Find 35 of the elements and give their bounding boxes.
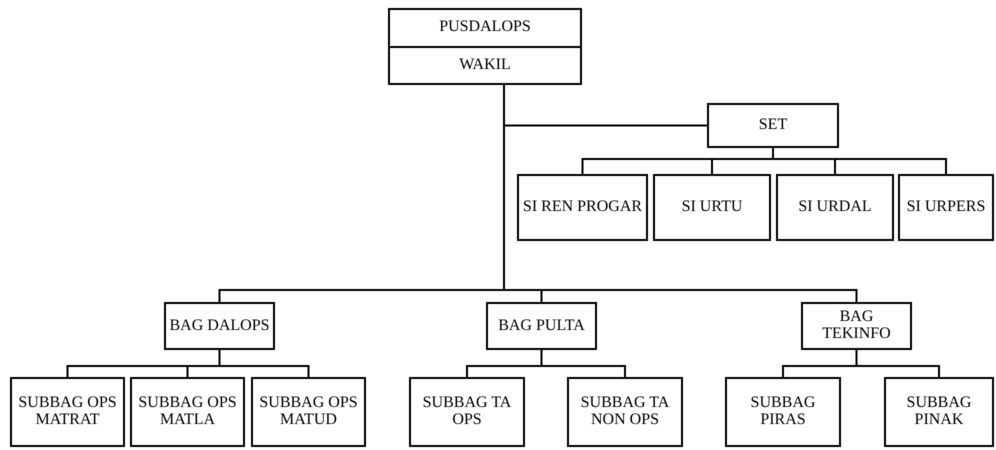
unit-name: SI REN PROGAR	[522, 199, 644, 216]
unit-name: BAG DALOPS	[168, 318, 270, 334]
unit-name: SUBBAG PINAK	[906, 395, 972, 429]
org-box	[486, 302, 597, 350]
org-box	[130, 377, 245, 447]
org-box	[898, 174, 994, 241]
org-box	[251, 377, 366, 447]
unit-name: BAG TEKINFO	[821, 309, 892, 343]
org-box	[707, 103, 839, 148]
unit-name: SET	[758, 117, 788, 134]
unit-name: SUBBAG PIRAS	[750, 395, 816, 429]
unit-name: WAKIL	[458, 56, 512, 74]
org-box	[164, 302, 275, 350]
org-box	[801, 302, 912, 350]
org-box	[653, 174, 771, 241]
connector-line	[772, 148, 947, 174]
unit-name: SI URTU	[680, 199, 744, 216]
unit-name: SUBBAG TA OPS	[422, 395, 512, 429]
unit-name: SUBBAG OPS MATLA	[137, 395, 238, 429]
org-box	[725, 377, 841, 447]
org-box	[884, 377, 994, 447]
unit-name: SUBBAG OPS MATUD	[258, 395, 359, 429]
unit-name: SUBBAG OPS MATRAT	[17, 395, 118, 429]
org-box	[388, 8, 582, 85]
org-box	[776, 174, 894, 241]
unit-name: SI URPERS	[906, 199, 986, 216]
connector-line	[856, 350, 940, 377]
org-box	[10, 377, 125, 447]
org-box	[409, 377, 525, 447]
org-box	[567, 377, 683, 447]
org-box	[517, 174, 648, 241]
unit-name: PUSDALOPS	[438, 19, 532, 36]
unit-name: SI URDAL	[797, 199, 873, 216]
unit-name: BAG PULTA	[497, 318, 586, 334]
unit-name: SUBBAG TA NON OPS	[580, 395, 670, 429]
